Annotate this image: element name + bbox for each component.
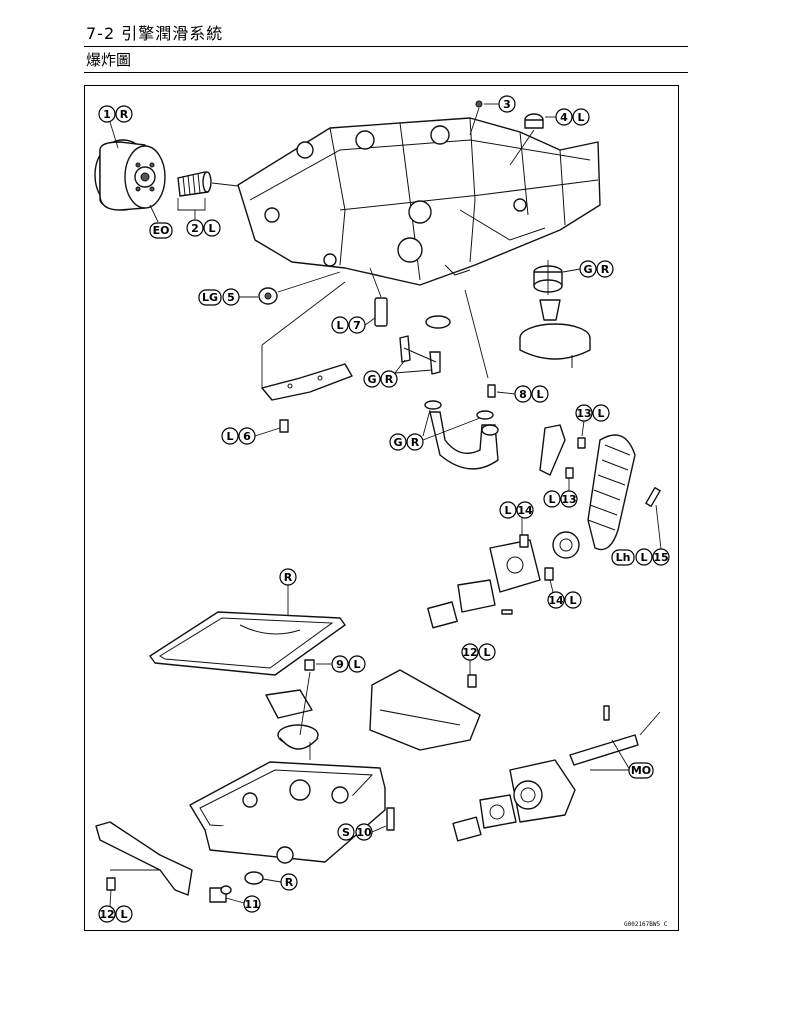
svg-text:15: 15 — [653, 551, 668, 564]
oil-pan-gasket — [149, 585, 346, 676]
cap — [509, 113, 544, 166]
callout-r-gasket: R — [279, 568, 297, 586]
svg-text:L: L — [336, 319, 343, 332]
svg-text:S: S — [342, 826, 350, 839]
baffle-plate — [261, 281, 353, 433]
drain-plug — [209, 871, 264, 903]
callout-5: LG 5 — [198, 288, 258, 306]
svg-text:L: L — [569, 594, 576, 607]
svg-text:13: 13 — [576, 407, 591, 420]
svg-text:12: 12 — [462, 646, 477, 659]
callout-mo: MO — [628, 762, 654, 779]
svg-text:R: R — [601, 263, 610, 276]
callout-11: 11 — [225, 895, 261, 913]
figure-code: G002167BW5 C — [624, 921, 668, 928]
svg-text:8: 8 — [519, 388, 527, 401]
svg-text:L: L — [226, 430, 233, 443]
svg-text:2: 2 — [191, 222, 199, 235]
callout-gr-strainer: G R — [562, 260, 614, 278]
callout-1: 1 R — [98, 105, 133, 149]
svg-text:7: 7 — [353, 319, 361, 332]
oil-pan-bracket — [95, 821, 193, 896]
svg-text:L: L — [597, 407, 604, 420]
callout-15: Lh L 15 — [611, 504, 670, 566]
svg-text:R: R — [285, 876, 294, 889]
svg-text:R: R — [120, 108, 129, 121]
svg-text:G: G — [393, 436, 402, 449]
svg-text:G: G — [367, 373, 376, 386]
callout-6: L 6 — [221, 427, 281, 445]
page-header: 7-2 引擎潤滑系統 — [86, 24, 224, 43]
svg-text:L: L — [208, 222, 215, 235]
svg-text:1: 1 — [103, 108, 111, 121]
svg-text:3: 3 — [503, 98, 511, 111]
oil-filter — [94, 139, 166, 211]
svg-text:10: 10 — [356, 826, 372, 839]
oil-pan — [189, 742, 386, 864]
callout-14a: L 14 — [499, 501, 534, 535]
callout-eo: EO — [149, 204, 173, 239]
svg-text:11: 11 — [244, 898, 259, 911]
oil-screen — [265, 689, 319, 750]
callout-2: 2 L — [177, 198, 221, 237]
svg-text:5: 5 — [227, 291, 235, 304]
callout-13b: L 13 — [543, 478, 578, 508]
section-title: 爆炸圖 — [86, 51, 132, 69]
svg-text:EO: EO — [153, 224, 170, 237]
svg-text:L: L — [548, 493, 555, 506]
callout-12a: 12 L — [461, 643, 496, 675]
callout-10: S 10 — [337, 823, 387, 841]
callout-9: 9 L — [316, 655, 366, 673]
bolt — [487, 384, 496, 398]
svg-text:12: 12 — [99, 908, 114, 921]
svg-text:MO: MO — [631, 764, 651, 777]
oil-pump-drive — [427, 424, 661, 629]
svg-text:R: R — [385, 373, 394, 386]
callout-4: 4 L — [545, 108, 590, 126]
pipe-fitting — [369, 267, 388, 327]
svg-text:R: R — [411, 436, 420, 449]
callout-r-washer: R — [262, 873, 298, 891]
svg-text:L: L — [353, 658, 360, 671]
svg-text:L: L — [483, 646, 490, 659]
oil-strainer — [519, 260, 591, 368]
svg-text:R: R — [284, 571, 293, 584]
svg-text:L: L — [120, 908, 127, 921]
threaded-fitting — [177, 171, 239, 197]
crankcase — [237, 117, 601, 286]
bolt — [386, 807, 395, 831]
svg-text:L: L — [536, 388, 543, 401]
dowel — [475, 100, 483, 108]
callout-14b: 14 L — [547, 579, 582, 609]
svg-text:6: 6 — [243, 430, 251, 443]
svg-text:L: L — [504, 504, 511, 517]
svg-text:13: 13 — [561, 493, 576, 506]
header-rule — [84, 46, 688, 47]
svg-text:14: 14 — [548, 594, 564, 607]
section-rule — [84, 72, 688, 73]
svg-text:LG: LG — [202, 291, 218, 304]
svg-text:Lh: Lh — [616, 551, 631, 564]
oil-pipe — [424, 400, 499, 470]
svg-text:9: 9 — [336, 658, 344, 671]
callout-13a: 13 L — [575, 404, 610, 437]
svg-text:G: G — [583, 263, 592, 276]
diagram-frame — [84, 85, 679, 931]
svg-text:4: 4 — [560, 111, 568, 124]
svg-text:L: L — [577, 111, 584, 124]
callout-12b: 12 L — [98, 889, 133, 923]
oil-pressure-switch — [258, 271, 341, 305]
plug — [425, 315, 451, 329]
callout-8: 8 L — [496, 385, 549, 403]
svg-text:L: L — [640, 551, 647, 564]
callout-gr-nozzles: G R — [363, 359, 433, 388]
oil-pump — [452, 705, 661, 842]
callout-3: 3 — [484, 95, 516, 113]
callout-7: L 7 — [331, 316, 376, 334]
svg-text:14: 14 — [517, 504, 533, 517]
oil-nozzles — [399, 335, 441, 375]
bracket — [299, 659, 481, 751]
callout-gr-pipe: G R — [389, 409, 481, 451]
